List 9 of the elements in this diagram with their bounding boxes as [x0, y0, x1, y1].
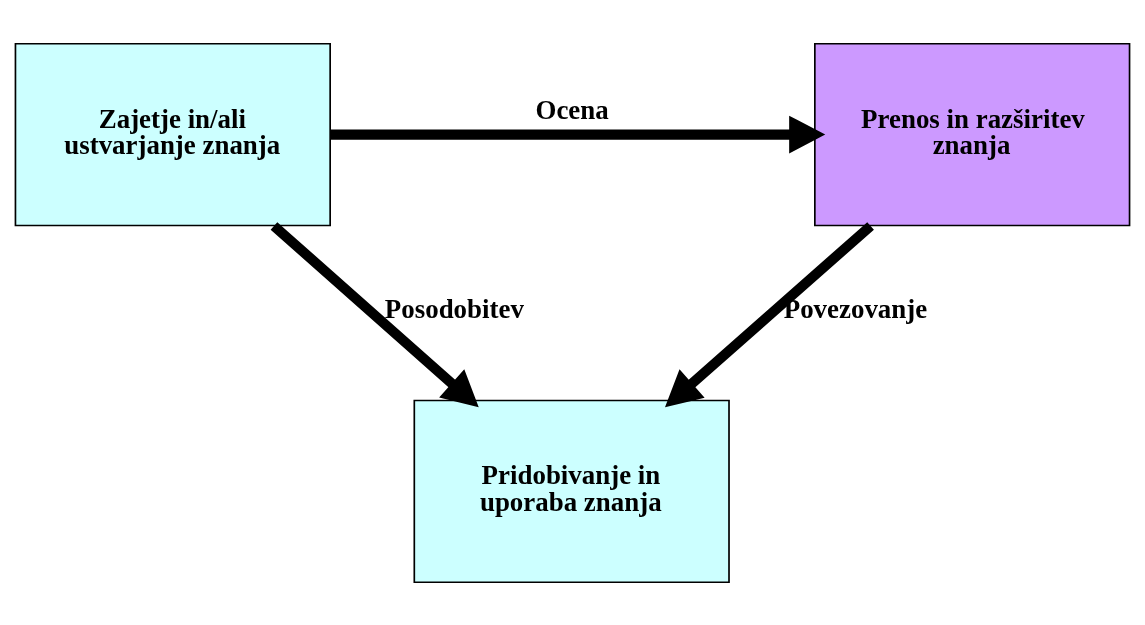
arrow: [330, 115, 826, 154]
edge-label: Povezovanje: [783, 293, 928, 324]
edge-label: Posodobitev: [384, 293, 524, 324]
arrow: [665, 221, 874, 407]
node-box: Prenos in razširitev znanja: [814, 42, 1131, 226]
node-box: Pridobivanje in uporaba znanja: [413, 399, 730, 583]
node-box: Zajetje in/ali ustvarjanje znanja: [14, 42, 331, 226]
arrow: [270, 221, 479, 407]
edge-label: Ocena: [535, 94, 609, 125]
